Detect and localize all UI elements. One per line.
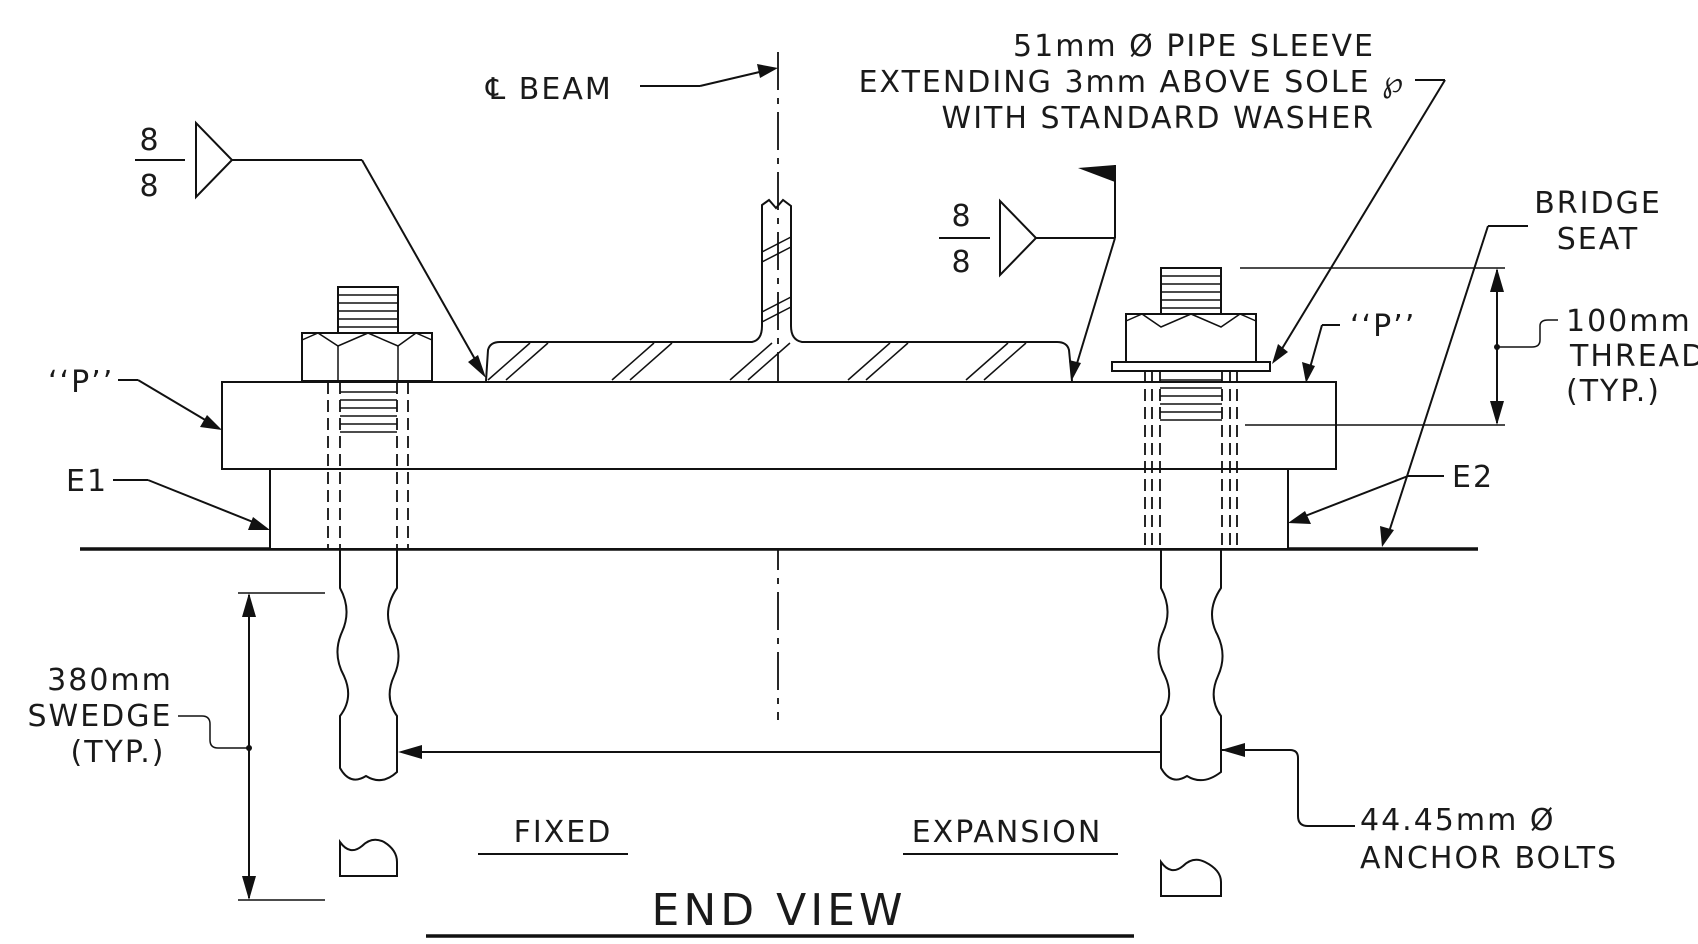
p-right-label: ‘‘P’’: [1350, 309, 1416, 344]
bridge-seat-callout: BRIDGE SEAT: [1380, 186, 1662, 547]
thread-line2: THREAD: [1569, 339, 1698, 374]
thread-dimension: 100mm THREAD (TYP.): [1240, 267, 1698, 426]
centerline-beam-label: ℄ BEAM: [485, 72, 613, 107]
weld-left-top-size: 8: [139, 123, 160, 158]
e2-callout: E2: [1288, 460, 1494, 524]
e1-callout: E1: [66, 464, 270, 530]
weld-symbol-left: 8 8: [135, 120, 486, 378]
bridge-seat-line2: SEAT: [1557, 222, 1640, 257]
anchor-bolts-line2: ANCHOR BOLTS: [1360, 841, 1618, 876]
sole-plate: [221, 381, 1337, 470]
pipe-sleeve-callout: 51mm Ø PIPE SLEEVE EXTENDING 3mm ABOVE S…: [859, 29, 1446, 364]
pipe-sleeve-line3: WITH STANDARD WASHER: [942, 101, 1375, 136]
e2-label: E2: [1452, 460, 1494, 495]
centerline-beam-callout: ℄ BEAM: [485, 64, 778, 107]
weld-right-bottom-size: 8: [951, 245, 972, 280]
swedge-dimension: 380mm SWEDGE (TYP.): [28, 592, 325, 901]
p-left-label: ‘‘P’’: [48, 365, 114, 400]
swedge-line2: SWEDGE: [28, 699, 173, 734]
left-anchor-bolt: [301, 286, 433, 877]
lower-bearing-pad: [269, 468, 1289, 550]
thread-line3: (TYP.): [1566, 374, 1661, 409]
pipe-sleeve-line1: 51mm Ø PIPE SLEEVE: [1013, 29, 1375, 64]
weld-symbol-right: 8 8: [939, 165, 1116, 380]
p-right-callout: ‘‘P’’: [1302, 309, 1416, 383]
swedge-line3: (TYP.): [70, 735, 165, 770]
fixed-label: FIXED: [514, 815, 613, 850]
beam-flange: [485, 198, 1073, 382]
weld-left-bottom-size: 8: [139, 169, 160, 204]
swedge-line1: 380mm: [47, 663, 173, 698]
right-anchor-bolt: [1111, 267, 1271, 897]
flange-hatching: [487, 236, 1027, 381]
bridge-seat-line1: BRIDGE: [1534, 186, 1662, 221]
p-left-callout: ‘‘P’’: [48, 365, 222, 430]
weld-right-top-size: 8: [951, 199, 972, 234]
thread-line1: 100mm: [1566, 304, 1692, 339]
anchor-bolts-line1: 44.45mm Ø: [1360, 803, 1555, 838]
expansion-label: EXPANSION: [912, 815, 1103, 850]
pipe-sleeve-line2: EXTENDING 3mm ABOVE SOLE ℘: [859, 65, 1405, 100]
drawing-title: END VIEW: [652, 885, 907, 936]
anchor-bolts-callout: 44.45mm Ø ANCHOR BOLTS: [398, 743, 1618, 876]
e1-label: E1: [66, 464, 108, 499]
